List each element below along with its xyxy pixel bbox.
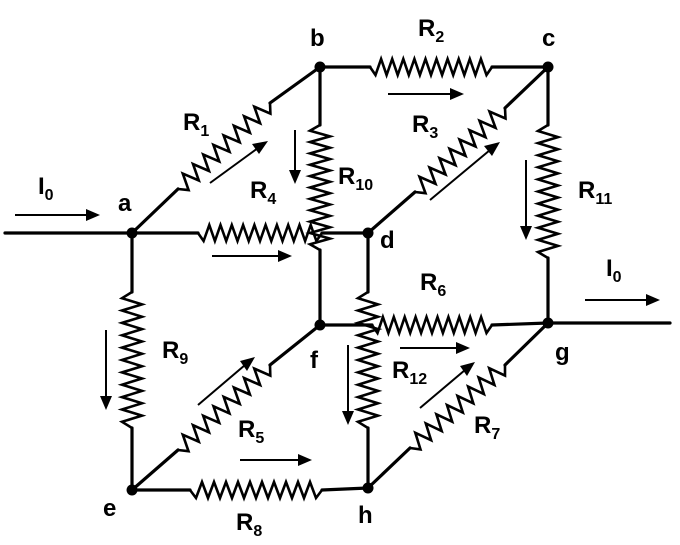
arrow-r11 [520, 160, 532, 240]
arrow-i0-out [585, 294, 660, 306]
resistor-r5 [177, 364, 272, 453]
node-a-dot [126, 227, 138, 239]
node-label-f: f [310, 347, 319, 374]
node-label-g: g [555, 339, 570, 366]
node-b-dot [314, 61, 326, 73]
label-i0-in: I0 [38, 173, 54, 204]
node-label-c: c [542, 25, 555, 52]
node-label-d: d [380, 227, 395, 254]
wire-h-r7 [366, 446, 412, 490]
node-label-h: h [358, 502, 373, 529]
current-labels: I0 I0 [38, 173, 622, 286]
arrow-r3 [429, 142, 500, 201]
arrow-r8 [240, 454, 312, 466]
arrow-r6 [400, 342, 470, 354]
current-arrows [15, 88, 660, 466]
arrow-r4 [212, 250, 292, 262]
arrow-r5 [197, 357, 255, 406]
label-r8: R8 [236, 509, 262, 540]
label-r1: R1 [183, 109, 209, 140]
resistor-r4 [196, 221, 324, 245]
arrow-r2 [388, 88, 464, 100]
resistor-r1 [177, 102, 272, 192]
label-r2: R2 [418, 15, 444, 46]
wire-r5-e [130, 448, 180, 492]
label-i0-out: I0 [606, 255, 622, 286]
label-r5: R5 [238, 416, 264, 447]
node-c-dot [542, 61, 554, 73]
wire-r7-g [503, 321, 550, 367]
resistors [117, 55, 563, 502]
resistor-r10 [305, 123, 335, 252]
label-r6: R6 [420, 269, 446, 300]
resistor-r3 [414, 107, 507, 195]
arrow-i0-in [15, 209, 100, 221]
wire-r8-h [320, 486, 370, 492]
wire-c-r3 [503, 65, 550, 110]
resistor-r12 [353, 290, 383, 430]
wire-a-r1 [130, 187, 180, 235]
junctions [126, 61, 554, 496]
wire-r3-d [366, 190, 417, 235]
label-r12: R12 [392, 357, 427, 388]
wire-r6-g [490, 321, 550, 327]
arrow-r1 [209, 141, 268, 184]
wire-r1-b [268, 65, 322, 105]
arrow-r10 [289, 130, 301, 184]
resistor-labels: R1 R2 R3 R4 R5 R6 R7 R8 R9 R10 R11 R12 [162, 15, 612, 540]
label-r9: R9 [162, 337, 188, 368]
label-r3: R3 [412, 111, 438, 142]
node-label-b: b [310, 25, 325, 52]
label-r10: R10 [338, 163, 373, 194]
arrow-r7 [419, 362, 475, 409]
resistor-r7 [409, 365, 507, 451]
node-h-dot [362, 482, 374, 494]
label-r11: R11 [578, 177, 612, 208]
label-r4: R4 [250, 177, 276, 208]
wire-f-r5 [268, 323, 322, 367]
resistor-r6 [370, 312, 494, 338]
wires [3, 65, 672, 492]
resistor-r9 [117, 290, 147, 430]
node-labels: a b c d e f g h [103, 25, 570, 529]
resistor-r11 [533, 123, 563, 260]
label-r7: R7 [474, 412, 500, 443]
node-d-dot [362, 227, 374, 239]
arrow-r9 [100, 330, 112, 410]
node-g-dot [542, 317, 554, 329]
resistor-r8 [188, 478, 324, 502]
node-e-dot [126, 484, 138, 496]
node-label-e: e [103, 495, 116, 522]
node-f-dot [314, 319, 326, 331]
resistor-r2 [368, 55, 494, 79]
arrow-r12 [342, 345, 354, 425]
node-label-a: a [118, 190, 132, 217]
